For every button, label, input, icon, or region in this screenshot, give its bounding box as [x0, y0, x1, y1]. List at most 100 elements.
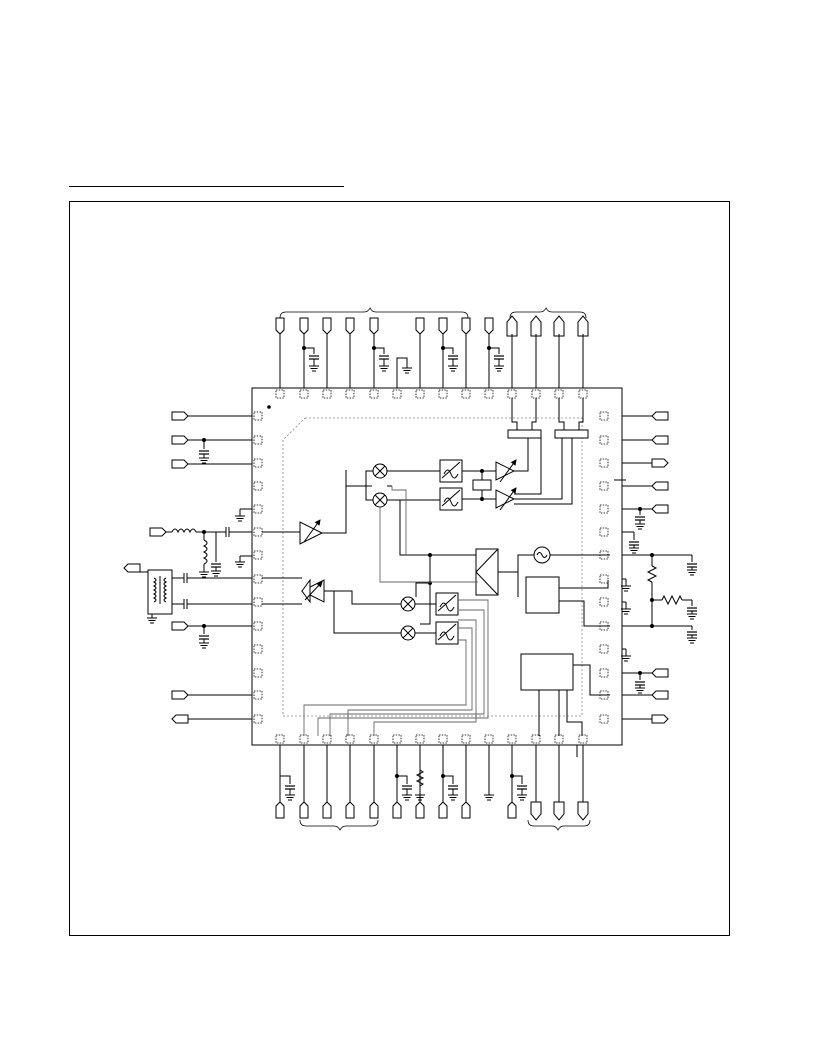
pin-pad-bottom: [415, 734, 425, 744]
bottom-connector: [553, 801, 565, 821]
pin-pad-left: [253, 435, 263, 445]
capacitor-symbol: [447, 355, 459, 360]
pin-pad-top: [554, 389, 564, 399]
left-connections: [123, 411, 252, 724]
pin-pad-top: [392, 389, 402, 399]
pin-pad-left: [253, 481, 263, 491]
top-connector: [345, 317, 355, 335]
pin-pad-left: [253, 527, 263, 537]
cap-lead: [374, 347, 385, 354]
bottom-connector: [275, 801, 285, 819]
cap-lead: [443, 775, 454, 784]
ground-symbol: [516, 794, 528, 801]
top-connector: [299, 317, 309, 335]
top-brace-left: [279, 307, 469, 319]
pin-pad-top: [461, 389, 471, 399]
internal-signal-lines: [262, 486, 489, 736]
ground-symbol: [493, 365, 505, 372]
bottom-connector: [392, 801, 402, 819]
pin-pad-left: [253, 411, 263, 421]
pin-pad-top: [578, 389, 588, 399]
bottom-connector: [507, 801, 517, 819]
pin-pad-bottom: [461, 734, 471, 744]
bottom-connector: [322, 801, 332, 819]
ground-symbol: [401, 367, 413, 374]
pin-pad-bottom: [438, 734, 448, 744]
pin-pad-top: [299, 389, 309, 399]
top-lead: [396, 357, 408, 388]
bottom-connector: [345, 801, 355, 819]
cap-lead: [512, 775, 523, 784]
top-connector: [577, 315, 589, 337]
capacitor-symbol: [284, 785, 296, 790]
bottom-connector: [299, 801, 309, 819]
pin-pad-top: [322, 389, 332, 399]
cap-lead: [443, 347, 454, 354]
pin-pad-bottom: [554, 734, 564, 744]
bottom-connector: [577, 801, 589, 821]
cap-lead: [397, 775, 408, 784]
top-connector: [415, 317, 425, 335]
top-connector: [461, 317, 471, 335]
capacitor-symbol: [516, 785, 528, 790]
top-brace-right: [509, 307, 587, 319]
pin-pad-top: [275, 389, 285, 399]
top-connector: [275, 317, 285, 335]
pin-pad-bottom: [299, 734, 309, 744]
pin-pad-bottom: [322, 734, 332, 744]
top-connector: [553, 315, 565, 337]
bottom-brace-right: [527, 819, 591, 831]
pin-pad-right: [599, 714, 609, 724]
pin-pad-right: [599, 597, 609, 607]
control-block: [520, 653, 574, 691]
top-connector: [530, 315, 542, 337]
chip-outline: [251, 387, 623, 746]
cap-lead: [304, 347, 315, 354]
bottom-connector: [438, 801, 448, 819]
pin-pad-bottom: [345, 734, 355, 744]
bottom-brace-left: [299, 819, 379, 831]
top-connector: [322, 317, 332, 335]
internal-boundary: [282, 417, 583, 717]
capacitor-symbol: [447, 785, 459, 790]
pin-pad-left: [253, 597, 263, 607]
pin-pad-bottom: [578, 734, 588, 744]
pin-pad-right: [599, 458, 609, 468]
quadrature-splitter: [475, 548, 499, 596]
cap-lead: [489, 347, 500, 354]
pin-pad-left: [253, 574, 263, 584]
top-leads: [275, 315, 589, 388]
bottom-connector: [369, 801, 379, 819]
top-connector: [369, 317, 379, 335]
capacitor-symbol: [378, 355, 390, 360]
pin-pad-bottom: [275, 734, 285, 744]
top-connector: [506, 315, 518, 337]
pin-pad-right: [599, 644, 609, 654]
pin-pad-left: [253, 690, 263, 700]
pin-pad-left: [253, 668, 263, 678]
bottom-connector: [415, 801, 425, 819]
ground-symbol: [284, 794, 296, 801]
bottom-lead: [279, 745, 291, 784]
pin-pad-top: [507, 389, 517, 399]
pin-pad-top: [531, 389, 541, 399]
pin-pad-top: [438, 389, 448, 399]
bottom-leads: [275, 745, 589, 821]
pin-pad-top: [484, 389, 494, 399]
heading-rule: [69, 186, 344, 187]
pin-pad-right: [599, 574, 609, 584]
pin-pad-bottom: [531, 734, 541, 744]
pll-block: [525, 576, 560, 614]
ground-symbol: [483, 794, 495, 801]
pin-pad-right: [599, 527, 609, 537]
right-connections: [614, 411, 698, 724]
pin-pad-left: [253, 458, 263, 468]
bottom-connector: [530, 801, 542, 821]
ground-symbol: [308, 365, 320, 372]
capacitor-symbol: [308, 355, 320, 360]
pin-pad-left: [253, 504, 263, 514]
pin-pad-right: [599, 481, 609, 491]
pin-pad-bottom: [369, 734, 379, 744]
pin-pad-right: [599, 504, 609, 514]
